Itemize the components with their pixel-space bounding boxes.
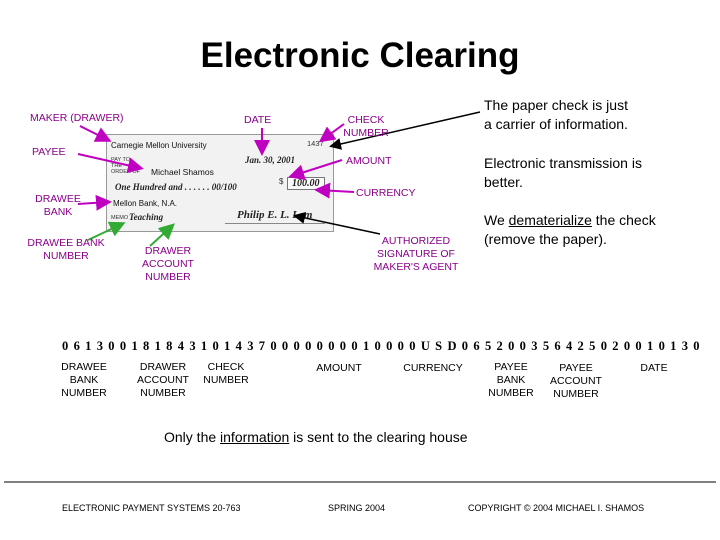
bottom-label-currency: CURRENCY bbox=[396, 362, 470, 375]
label-date: DATE bbox=[244, 114, 271, 127]
clearing-record-digits: 0 6 1 3 0 0 1 8 1 8 4 3 1 0 1 4 3 7 0 0 … bbox=[62, 339, 701, 354]
arrow-drawer-account bbox=[150, 226, 172, 246]
arrow-payee bbox=[78, 154, 140, 168]
label-amount: AMOUNT bbox=[346, 155, 392, 168]
note-only-information: Only the information is sent to the clea… bbox=[164, 428, 468, 447]
bottom-label-amount: AMOUNT bbox=[308, 362, 370, 375]
footer-course: ELECTRONIC PAYMENT SYSTEMS 20-763 bbox=[62, 503, 241, 513]
bottom-label-date: DATE bbox=[630, 362, 678, 375]
label-payee: PAYEE bbox=[32, 146, 65, 159]
label-currency: CURRENCY bbox=[356, 187, 416, 200]
footer-copyright: COPYRIGHT © 2004 MICHAEL I. SHAMOS bbox=[468, 503, 644, 513]
arrow-maker bbox=[80, 126, 108, 140]
arrow-signature bbox=[296, 216, 380, 234]
label-maker: MAKER (DRAWER) bbox=[30, 112, 124, 125]
note-dematerialize: We dematerialize the check (remove the p… bbox=[484, 211, 656, 249]
arrow-amount bbox=[292, 160, 342, 176]
arrow-currency bbox=[318, 190, 354, 192]
footer-term: SPRING 2004 bbox=[328, 503, 385, 513]
